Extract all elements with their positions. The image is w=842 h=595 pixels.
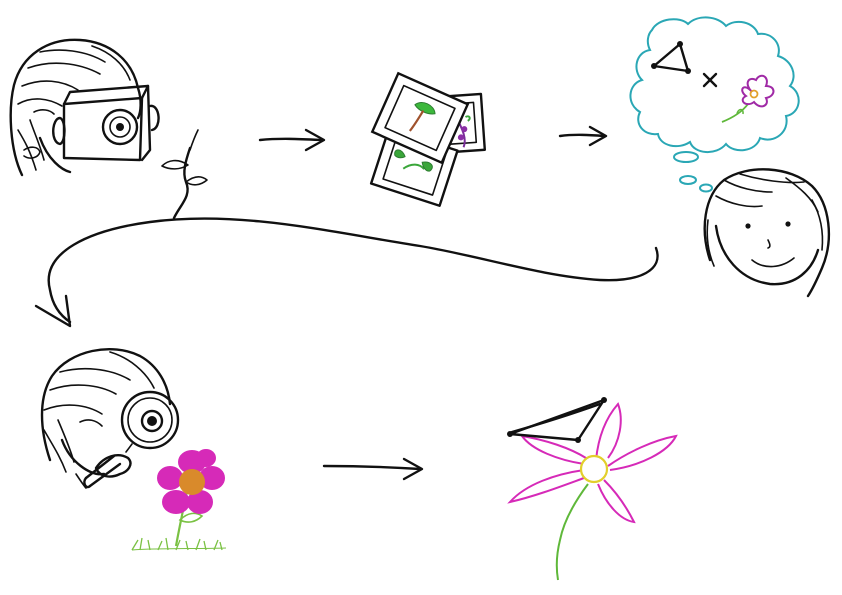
purple-flower-icon <box>721 74 775 123</box>
pink-line-flower-icon <box>507 397 678 581</box>
arrow-icon <box>34 217 659 328</box>
smiling-person-icon <box>703 168 831 298</box>
photo-stack-icon <box>369 71 487 207</box>
sapling-icon <box>161 129 208 220</box>
arrow-icon <box>558 125 608 147</box>
thought-bubble-icon <box>629 16 800 193</box>
arrow-icon <box>322 457 424 481</box>
arrow-icon <box>258 128 326 152</box>
person-with-camera-icon <box>9 38 160 177</box>
person-with-magnifier-icon <box>40 348 180 489</box>
magenta-flower-icon <box>131 449 227 551</box>
triangle-shape-icon <box>651 41 691 74</box>
